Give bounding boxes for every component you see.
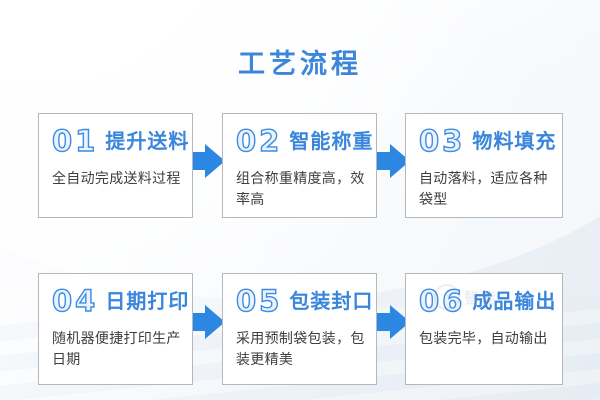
step-description: 自动落料，适应各种袋型 (419, 170, 548, 207)
step-description: 组合称重精度高，效率高 (236, 170, 365, 207)
step-card-4: 04 日期打印 随机器便捷打印生产日期 (38, 273, 193, 385)
arrow-head (205, 144, 225, 178)
step-number: 01 (51, 124, 99, 158)
step-title: 物料填充 (472, 130, 557, 153)
step-heading: 02 智能称重 (235, 124, 372, 158)
step-number: 05 (235, 284, 283, 318)
step-heading: 04 日期打印 (51, 284, 188, 318)
step-card-3: 03 物料填充 自动落料，适应各种袋型 (405, 113, 563, 218)
step-number: 03 (418, 124, 466, 158)
step-number: 02 (235, 124, 283, 158)
step-title: 提升送料 (105, 130, 190, 153)
step-card-2: 02 智能称重 组合称重精度高，效率高 (222, 113, 377, 218)
step-description: 包装完毕，自动输出 (419, 330, 548, 346)
step-description: 采用预制袋包装，包装更精美 (236, 330, 365, 367)
arrow-head (205, 305, 225, 339)
step-description: 随机器便捷打印生产日期 (52, 330, 181, 367)
step-title: 成品输出 (472, 290, 557, 313)
page-title: 工艺流程 (238, 49, 362, 79)
step-heading: 03 物料填充 (418, 124, 555, 158)
step-title: 日期打印 (105, 290, 190, 313)
step-number: 04 (51, 284, 99, 318)
step-heading: 01 提升送料 (51, 124, 188, 158)
step-card-5: 05 包装封口 采用预制袋包装，包装更精美 (222, 273, 377, 385)
step-card-1: 01 提升送料 全自动完成送料过程 (38, 113, 193, 218)
step-title: 智能称重 (289, 130, 374, 153)
step-title: 包装封口 (289, 290, 374, 313)
step-heading: 06 成品输出 (418, 284, 555, 318)
step-heading: 05 包装封口 (235, 284, 372, 318)
step-number: 06 (418, 284, 466, 318)
step-card-6: 智能 06 成品输出 包装完毕，自动输出 (405, 273, 563, 385)
step-description: 全自动完成送料过程 (52, 170, 181, 186)
